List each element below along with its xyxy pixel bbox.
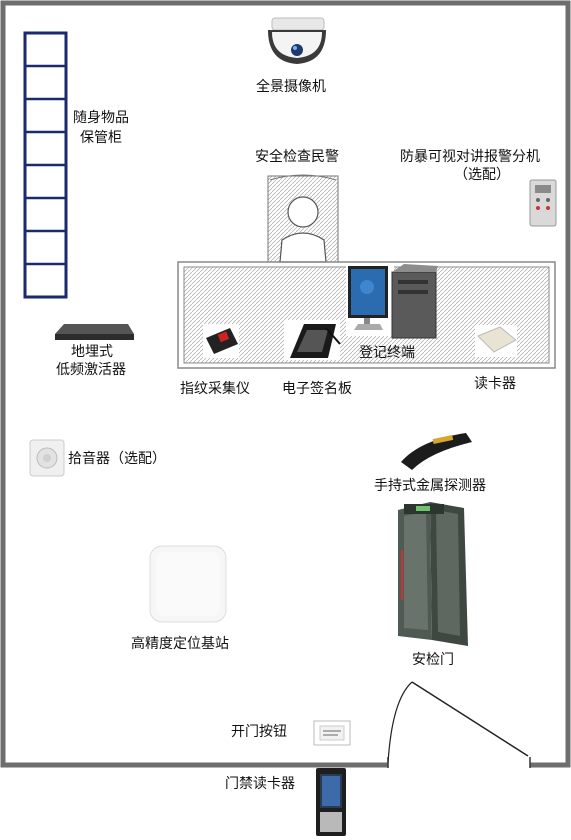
door-opening [388,759,530,768]
locker-cabinet-icon [23,31,68,299]
officer-chair-icon [267,174,339,263]
label-intercom-line1: 防暴可视对讲报警分机 [400,149,540,165]
intercom-panel-icon [529,179,557,227]
door-button-icon [313,720,351,746]
room-wall [0,0,571,768]
exciter-device-icon [55,324,134,340]
label-panorama-camera: 全景摄像机 [256,79,326,95]
computer-terminal-icon [346,264,438,339]
door-swing [387,681,413,764]
label-intercom-line2: （选配） [454,167,510,183]
label-sound-pickup: 拾音器（选配） [68,451,166,467]
label-locker-line2: 保管柜 [80,130,122,146]
label-door-button: 开门按钮 [231,724,287,740]
card-reader-icon [475,325,517,357]
base-station-icon [149,545,227,623]
label-terminal: 登记终端 [359,345,415,361]
label-signature-pad: 电子签名板 [282,381,352,397]
label-security-police: 安全检查民警 [255,149,339,165]
walkthrough-gate-icon [398,502,468,646]
label-fingerprint: 指纹采集仪 [180,381,250,397]
label-locker-line1: 随身物品 [73,110,129,126]
speaker-icon [29,439,65,477]
fingerprint-scanner-icon [203,324,239,358]
registration-desk [177,261,556,369]
signature-pad-icon [284,320,341,360]
label-exciter-line2: 低频激活器 [56,362,126,378]
label-security-gate: 安检门 [412,652,454,668]
access-reader-icon [316,768,346,836]
label-handheld-detector: 手持式金属探测器 [374,478,486,494]
metal-detector-wand-icon [401,433,472,470]
dome-camera-icon [268,17,326,64]
label-access-reader: 门禁读卡器 [225,776,295,792]
label-positioning-station: 高精度定位基站 [131,636,229,652]
label-card-reader: 读卡器 [474,376,516,392]
label-exciter-line1: 地埋式 [71,344,113,360]
door-leaf [411,681,529,757]
